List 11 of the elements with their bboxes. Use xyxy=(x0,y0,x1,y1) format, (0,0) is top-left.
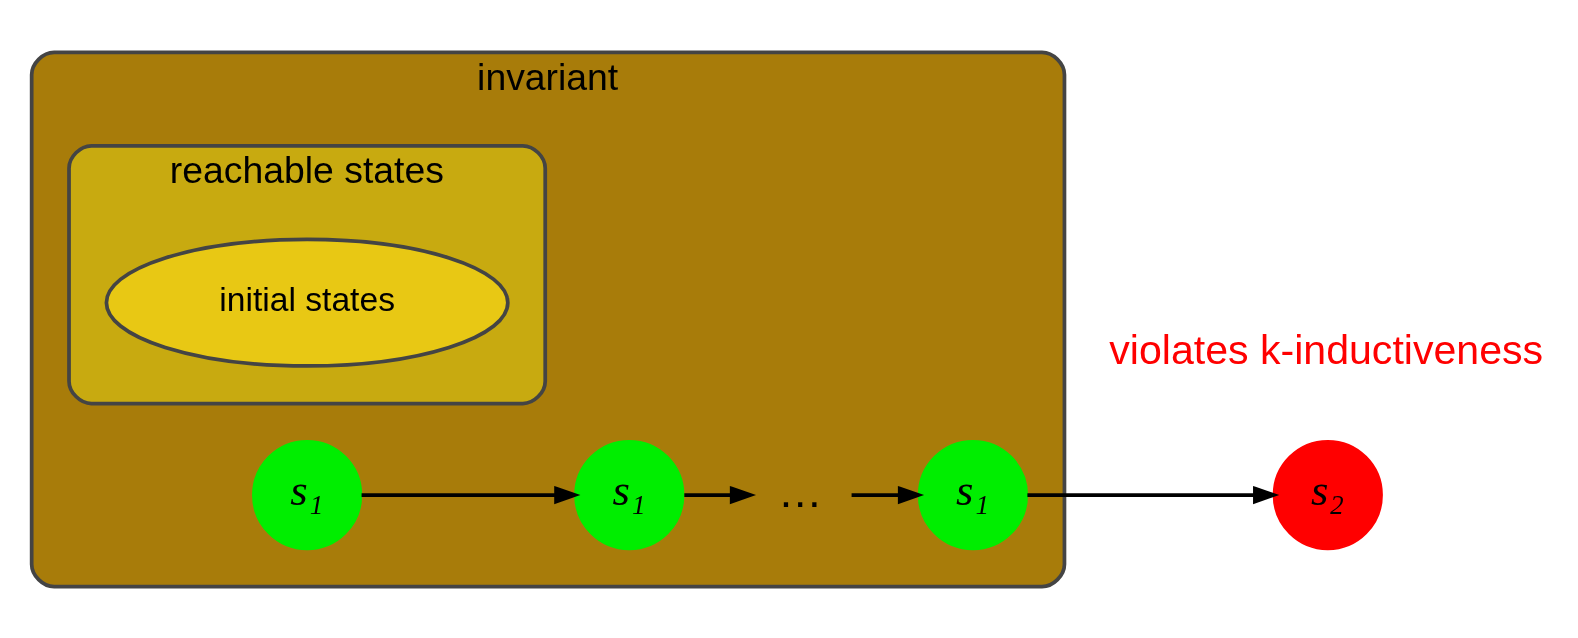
arrow xyxy=(1027,485,1280,504)
label: violates k-inductiveness xyxy=(1109,326,1544,373)
node-circle: s₁ xyxy=(917,439,1029,550)
arrow xyxy=(684,485,757,504)
node-circle: s₂ xyxy=(1272,439,1383,550)
node-ellipse: initial states xyxy=(104,237,510,368)
arrow xyxy=(361,485,581,504)
arrow xyxy=(851,485,925,504)
node-text: … xyxy=(777,465,823,516)
node-circle: s₁ xyxy=(574,439,685,550)
node-circle: s₁ xyxy=(252,439,363,550)
